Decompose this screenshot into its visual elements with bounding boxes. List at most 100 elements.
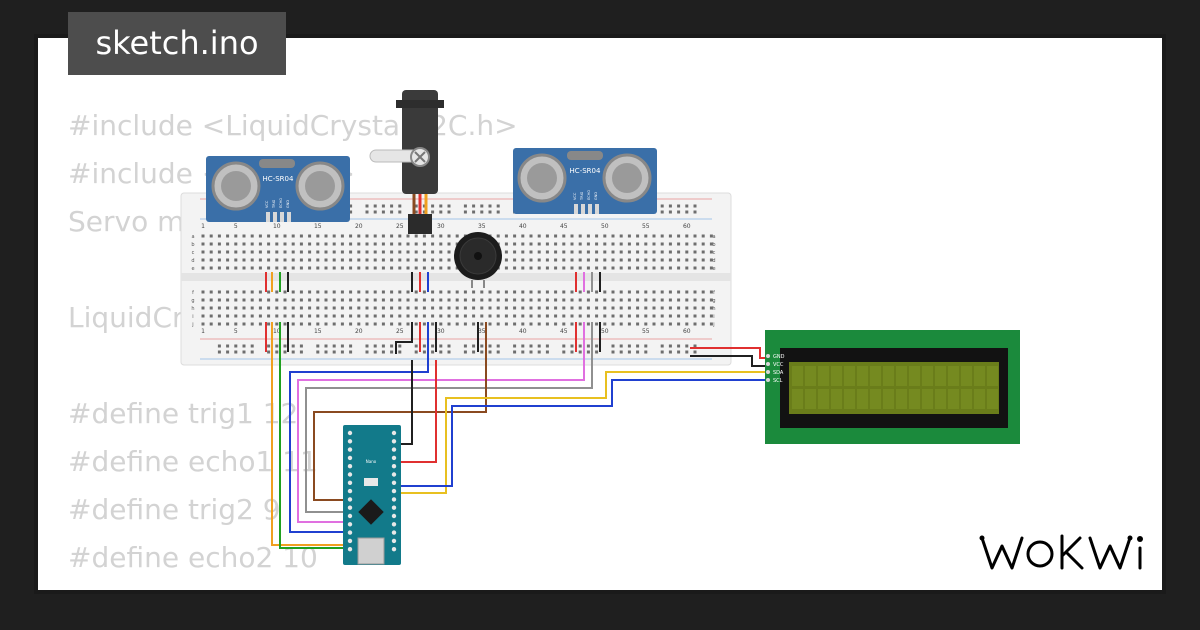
breadboard-hole: [431, 204, 435, 208]
breadboard-hole: [636, 290, 640, 294]
breadboard-hole: [234, 250, 238, 254]
lcd-cell: [870, 389, 881, 409]
breadboard-hole: [570, 258, 574, 262]
breadboard-hole: [701, 306, 705, 310]
breadboard-hole: [496, 306, 500, 310]
breadboard-hole: [431, 290, 435, 294]
breadboard-hole: [562, 290, 566, 294]
breadboard-hole: [627, 306, 631, 310]
lcd-cell: [844, 366, 855, 386]
breadboard-hole: [349, 344, 353, 348]
row-letter: g: [712, 298, 715, 304]
breadboard[interactable]: 1155101015152020252530303535404045455050…: [180, 192, 732, 366]
breadboard-hole: [250, 290, 254, 294]
breadboard-hole: [636, 258, 640, 262]
breadboard-hole: [545, 266, 549, 270]
breadboard-hole: [250, 250, 254, 254]
lcd-cell: [857, 389, 868, 409]
breadboard-hole: [316, 298, 320, 302]
breadboard-hole: [455, 306, 459, 310]
breadboard-hole: [562, 344, 566, 348]
breadboard-hole: [422, 306, 426, 310]
breadboard-hole: [381, 266, 385, 270]
breadboard-hole: [217, 242, 221, 246]
breadboard-hole: [545, 250, 549, 254]
breadboard-hole: [390, 242, 394, 246]
breadboard-hole: [504, 298, 508, 302]
breadboard-hole: [644, 258, 648, 262]
column-number: 15: [314, 328, 322, 335]
breadboard-hole: [439, 290, 443, 294]
breadboard-hole: [668, 314, 672, 318]
row-letter: h: [191, 306, 194, 312]
breadboard-hole: [644, 290, 648, 294]
breadboard-hole: [537, 322, 541, 326]
breadboard-hole: [439, 234, 443, 238]
breadboard-hole: [447, 234, 451, 238]
breadboard-hole: [455, 266, 459, 270]
breadboard-hole: [627, 266, 631, 270]
breadboard-hole: [619, 322, 623, 326]
breadboard-hole: [406, 298, 410, 302]
breadboard-hole: [373, 344, 377, 348]
breadboard-hole: [537, 306, 541, 310]
breadboard-hole: [258, 242, 262, 246]
servo-motor[interactable]: [369, 90, 444, 234]
arduino-nano[interactable]: Nano: [343, 425, 401, 565]
breadboard-hole: [308, 306, 312, 310]
breadboard-hole: [504, 258, 508, 262]
row-letter: g: [191, 298, 194, 304]
breadboard-hole: [611, 290, 615, 294]
column-number: 35: [478, 223, 486, 230]
breadboard-hole: [455, 290, 459, 294]
breadboard-hole: [677, 250, 681, 254]
breadboard-hole: [537, 298, 541, 302]
breadboard-hole: [414, 258, 418, 262]
wire-brown: [313, 322, 487, 501]
row-letter: j: [712, 322, 714, 328]
breadboard-hole: [398, 242, 402, 246]
row-letter: a: [191, 234, 194, 240]
buzzer[interactable]: [454, 232, 502, 288]
breadboard-hole: [431, 306, 435, 310]
breadboard-hole: [685, 350, 689, 354]
breadboard-hole: [677, 258, 681, 262]
breadboard-hole: [545, 344, 549, 348]
breadboard-hole: [611, 298, 615, 302]
breadboard-hole: [431, 350, 435, 354]
breadboard-hole: [529, 250, 533, 254]
breadboard-hole: [660, 290, 664, 294]
column-number: 45: [560, 223, 568, 230]
breadboard-hole: [537, 258, 541, 262]
breadboard-hole: [349, 258, 353, 262]
arduino-pin: [347, 439, 353, 444]
breadboard-hole: [570, 298, 574, 302]
lcd-cell: [883, 389, 894, 409]
breadboard-hole: [439, 266, 443, 270]
sketch-filename[interactable]: sketch.ino: [68, 12, 286, 75]
breadboard-hole: [439, 350, 443, 354]
breadboard-hole: [619, 258, 623, 262]
lcd-pin-label: SDA: [773, 370, 784, 376]
row-letter: b: [191, 242, 194, 248]
breadboard-hole: [390, 258, 394, 262]
breadboard-hole: [447, 204, 451, 208]
breadboard-hole: [570, 314, 574, 318]
breadboard-hole: [472, 350, 476, 354]
breadboard-hole: [595, 306, 599, 310]
breadboard-hole: [709, 234, 713, 238]
breadboard-hole: [603, 266, 607, 270]
breadboard-hole: [258, 314, 262, 318]
breadboard-hole: [488, 204, 492, 208]
breadboard-hole: [398, 210, 402, 214]
breadboard-hole: [299, 322, 303, 326]
breadboard-hole: [422, 242, 426, 246]
breadboard-hole: [627, 298, 631, 302]
breadboard-hole: [365, 250, 369, 254]
arduino-pin: [347, 505, 353, 510]
breadboard-hole: [529, 266, 533, 270]
breadboard-hole: [627, 290, 631, 294]
